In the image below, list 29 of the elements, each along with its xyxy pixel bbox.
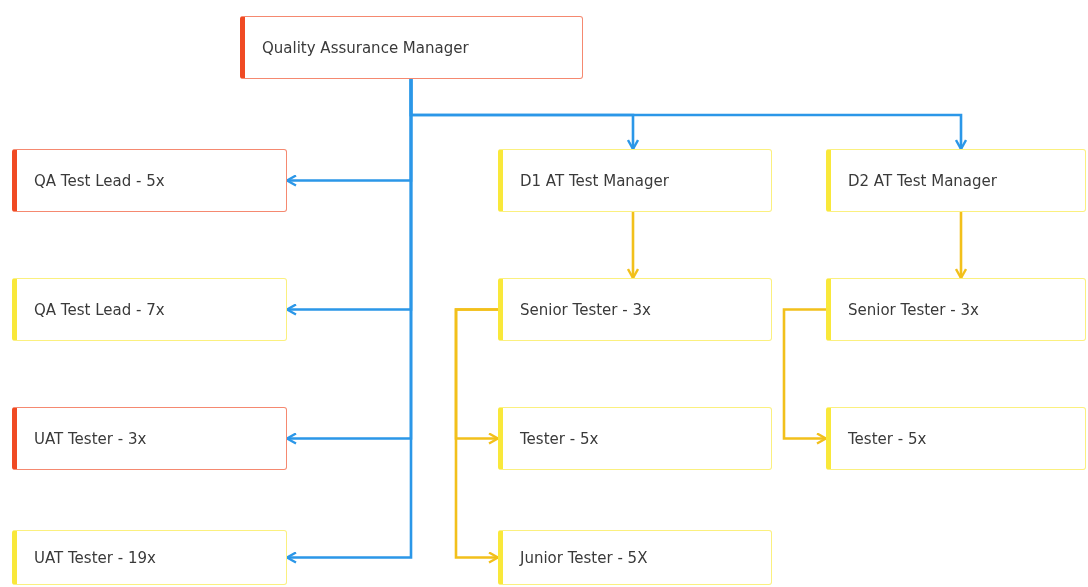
role-box [826, 278, 1086, 341]
role-title: Tester - 5x [847, 429, 927, 448]
role-title: D1 AT Test Manager [519, 171, 669, 190]
role-box [498, 278, 772, 341]
role-box [498, 530, 772, 585]
role-box [498, 149, 772, 212]
role-title: D2 AT Test Manager [847, 171, 997, 190]
arrow [954, 212, 968, 280]
role-title: Senior Tester - 3x [519, 300, 651, 319]
role-box [826, 149, 1086, 212]
role-box [826, 407, 1086, 470]
role-box [12, 530, 287, 585]
role-title: UAT Tester - 3x [33, 429, 147, 448]
arrow [454, 308, 500, 564]
role-box [12, 407, 287, 470]
role-title: Junior Tester - 5X [518, 548, 648, 567]
role-title: Senior Tester - 3x [847, 300, 979, 319]
role-title: Tester - 5x [519, 429, 599, 448]
role-box [12, 278, 287, 341]
arrow [409, 79, 968, 151]
role-title: UAT Tester - 19x [33, 548, 156, 567]
role-box [498, 407, 772, 470]
arrow [782, 308, 828, 445]
role-title: Quality Assurance Manager [261, 38, 469, 57]
arrow [626, 212, 640, 280]
role-title: QA Test Lead - 5x [33, 171, 165, 190]
role-title: QA Test Lead - 7x [33, 300, 165, 319]
role-box [240, 16, 583, 79]
role-box [12, 149, 287, 212]
